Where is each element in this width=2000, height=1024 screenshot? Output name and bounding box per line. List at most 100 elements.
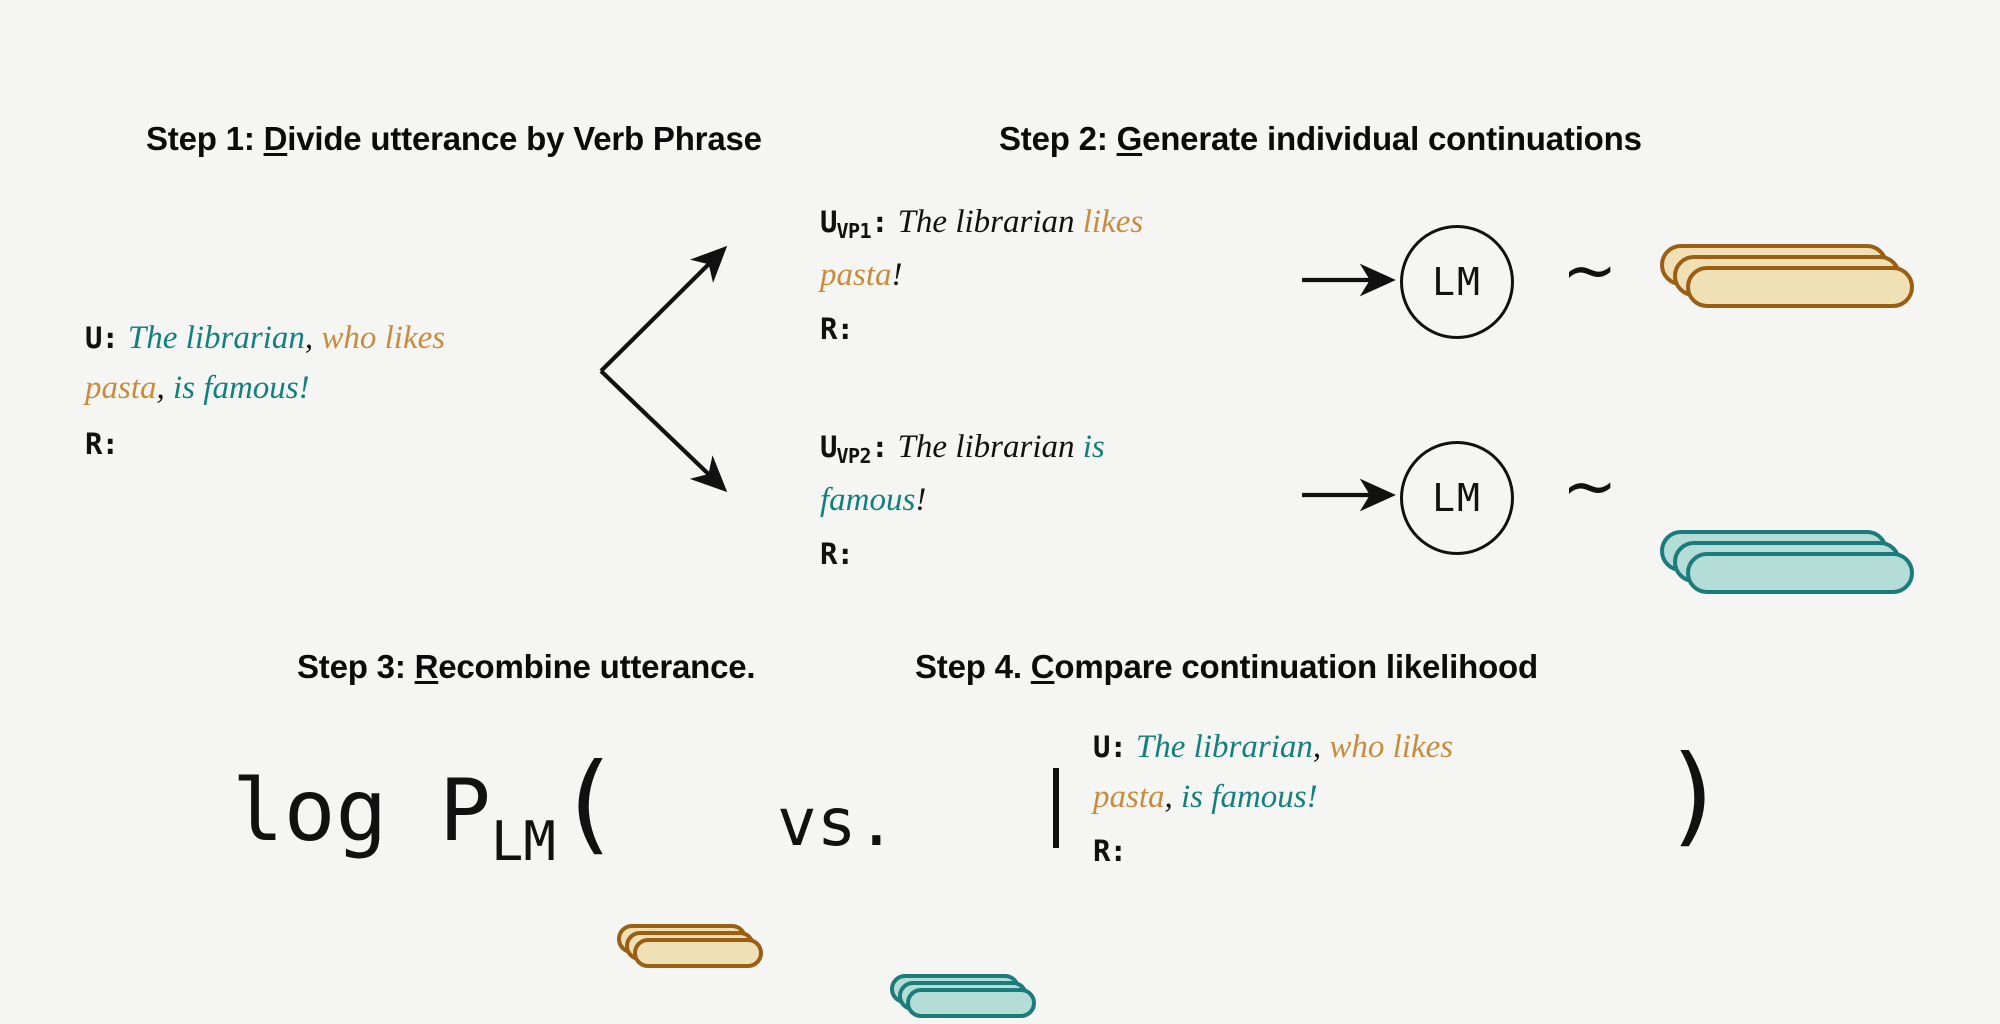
vp1-label-subscript: VP1 — [836, 219, 872, 243]
formula-capsule-stack-teal-icon — [890, 974, 1050, 1024]
vp1-block: UVP1:The librarian likes pasta! R: — [820, 200, 1300, 357]
formula-vs-label: vs. — [777, 790, 896, 856]
vp2-line-2: famous! — [820, 478, 1300, 528]
full-utterance-response-row: R: — [85, 422, 645, 472]
branch-arrow-up-icon — [599, 245, 728, 373]
vp1-label: UVP1: — [820, 200, 889, 253]
lm-circle-vp2: LM — [1400, 441, 1514, 555]
utterance-line1-seg1: The librarian — [127, 320, 305, 356]
utterance-line2-seg3: is famous — [164, 370, 299, 406]
formula-cond-line2-seg4: ! — [1306, 779, 1318, 815]
response-label: R: — [85, 427, 119, 461]
formula-condition-block: U:The librarian, who likes pasta, is fam… — [1093, 725, 1653, 879]
vp2-label-subscript: VP2 — [836, 444, 872, 468]
vp2-response-row: R: — [820, 532, 1300, 582]
utterance-line2-seg4: ! — [298, 370, 310, 406]
lm-label-vp2: LM — [1432, 476, 1482, 520]
vp2-label-colon: : — [871, 430, 888, 464]
vp1-line1-seg2: likes — [1074, 204, 1144, 240]
formula-conditioning-bar — [1053, 768, 1059, 848]
step-3-underlined-letter: R — [414, 648, 439, 685]
formula-condition-response-row: R: — [1093, 829, 1653, 879]
sample-tilde-vp2: ~ — [1562, 454, 1617, 520]
step-4-heading: Step 4. Compare continuation likelihood — [915, 648, 1538, 686]
vp1-line2-seg1: pasta — [820, 257, 892, 293]
step-1-rest: ivide utterance by Verb Phrase — [287, 120, 762, 157]
vp1-line-2: pasta! — [820, 253, 1300, 303]
formula-p: P — [439, 761, 491, 861]
vp1-label-colon: : — [871, 205, 888, 239]
utterance-label: U: — [85, 321, 119, 355]
formula-cond-line1-seg2: , — [1312, 729, 1322, 765]
formula-condition-line-1: U:The librarian, who likes — [1093, 725, 1653, 775]
formula-log: log — [232, 761, 388, 861]
vp2-response-label: R: — [820, 537, 854, 571]
vp2-line1-seg1: The librarian — [897, 429, 1075, 465]
utterance-line1-seg2: , — [304, 320, 314, 356]
step-4-underlined-letter: C — [1030, 648, 1055, 685]
step-1-underlined-letter: D — [263, 120, 288, 157]
utterance-line1-seg3: who likes — [313, 320, 446, 356]
vp2-to-lm-arrow — [1302, 478, 1396, 512]
vp1-response-row: R: — [820, 307, 1300, 357]
step-1-prefix: Step 1: — [146, 120, 264, 157]
capsule-front — [906, 988, 1036, 1018]
vp2-block: UVP2:The librarian is famous! R: — [820, 425, 1300, 582]
full-utterance-line-2: pasta, is famous! — [85, 366, 645, 416]
vp2-label-u: U — [820, 430, 837, 464]
formula-capsule-stack-orange-icon — [617, 924, 777, 974]
formula-close-paren-wrap: ) — [1662, 742, 1727, 850]
capsule-front — [1686, 552, 1914, 594]
sample-tilde-vp1: ~ — [1562, 238, 1617, 304]
formula-open-paren: ( — [555, 741, 621, 866]
lm-circle-vp1: LM — [1400, 225, 1514, 339]
step-4-rest: ompare continuation likelihood — [1054, 648, 1538, 685]
formula-cond-line2-seg2: , — [1164, 779, 1173, 815]
formula-condition-line-2: pasta, is famous! — [1093, 775, 1653, 825]
formula-log-p: log PLM( — [232, 750, 621, 869]
step-4-prefix: Step 4. — [915, 648, 1031, 685]
vp2-line2-seg2: ! — [915, 482, 927, 518]
step-3-rest: ecombine utterance. — [438, 648, 756, 685]
formula-condition-response-label: R: — [1093, 834, 1127, 868]
vp1-to-lm-arrow — [1302, 263, 1396, 297]
branch-arrow-down-icon — [599, 369, 728, 493]
formula-cond-line1-seg1: The librarian — [1135, 729, 1313, 765]
diagram-canvas: Step 1: Divide utterance by Verb Phrase … — [85, 120, 1920, 1018]
step-2-rest: enerate individual continuations — [1142, 120, 1642, 157]
vp2-line2-seg1: famous — [820, 482, 916, 518]
utterance-line2-seg2: , — [156, 370, 165, 406]
formula-cond-line1-seg3: who likes — [1321, 729, 1454, 765]
utterance-line2-seg1: pasta — [85, 370, 157, 406]
vp2-label: UVP2: — [820, 425, 889, 478]
step-3-heading: Step 3: Recombine utterance. — [297, 648, 756, 686]
capsule-stack-orange-icon — [1660, 244, 1920, 314]
vp2-line1-seg2: is — [1074, 429, 1105, 465]
capsule-front — [1686, 266, 1914, 308]
vp1-response-label: R: — [820, 312, 854, 346]
vp2-line-1: UVP2:The librarian is — [820, 425, 1300, 478]
step-2-heading: Step 2: Generate individual continuation… — [999, 120, 1642, 158]
branch-arrows — [599, 245, 728, 493]
formula-cond-line2-seg1: pasta — [1093, 779, 1165, 815]
lm-label-vp1: LM — [1432, 260, 1482, 304]
vp1-label-u: U — [820, 205, 837, 239]
capsule-stack-teal-icon — [1660, 530, 1920, 600]
vp1-line1-seg1: The librarian — [897, 204, 1075, 240]
vp1-line-1: UVP1:The librarian likes — [820, 200, 1300, 253]
formula-cond-line2-seg3: is famous — [1172, 779, 1307, 815]
capsule-front — [633, 938, 763, 968]
formula-vs-text: vs. — [777, 784, 897, 861]
step-3-prefix: Step 3: — [297, 648, 415, 685]
full-utterance-block: U:The librarian, who likes pasta, is fam… — [85, 316, 645, 472]
tilde-glyph-vp2: ~ — [1562, 448, 1618, 525]
vp1-line2-seg2: ! — [891, 257, 903, 293]
formula-p-subscript: LM — [490, 810, 556, 873]
tilde-glyph-vp1: ~ — [1562, 232, 1618, 309]
full-utterance-line-1: U:The librarian, who likes — [85, 316, 645, 366]
step-2-prefix: Step 2: — [999, 120, 1117, 157]
formula-condition-label: U: — [1093, 730, 1127, 764]
step-2-underlined-letter: G — [1116, 120, 1143, 157]
formula-close-paren: ) — [1662, 733, 1728, 858]
step-1-heading: Step 1: Divide utterance by Verb Phrase — [146, 120, 762, 158]
